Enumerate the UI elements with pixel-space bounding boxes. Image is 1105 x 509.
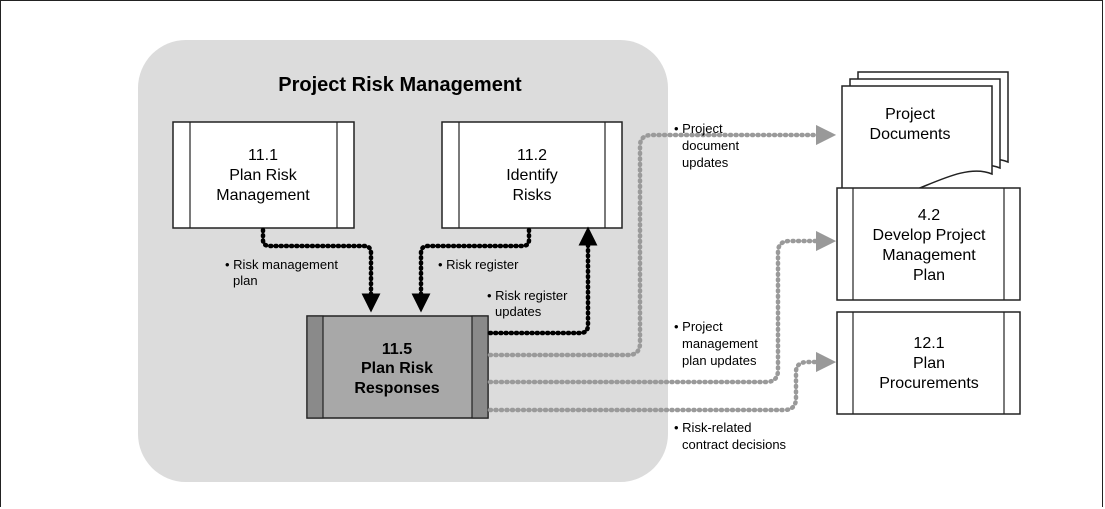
arrow-risk-register [411, 227, 532, 313]
process-label: Plan Risk [361, 360, 433, 377]
arrow-risk-mgmt-plan [260, 227, 381, 313]
label-risk-mgmt-plan: • Risk management [225, 257, 338, 272]
label-risk-register-updates: updates [495, 304, 542, 319]
process-number: 11.5 [382, 341, 412, 358]
label-pm-plan-updates: management [682, 336, 758, 351]
documents-label: Documents [870, 126, 951, 143]
project-documents-icon: Project Documents [841, 71, 1009, 200]
process-label: Plan Risk [229, 167, 298, 184]
label-project-document-updates: document [682, 138, 739, 153]
process-label: Management [216, 187, 310, 204]
process-box-4-2: 4.2 Develop Project Management Plan [836, 187, 1021, 301]
documents-label: Project [885, 106, 935, 123]
label-project-document-updates: • Project [674, 121, 723, 136]
label-project-document-updates: updates [682, 155, 729, 170]
process-label: Responses [354, 380, 439, 397]
label-risk-related-contract: contract decisions [682, 437, 787, 452]
arrow-risk-register-updates [487, 226, 598, 336]
label-risk-mgmt-plan: plan [233, 273, 258, 288]
process-label: Develop Project [873, 227, 987, 244]
process-label: Procurements [879, 375, 979, 392]
arrow-risk-related-contract [487, 351, 837, 413]
process-box-12-1: 12.1 Plan Procurements [836, 311, 1021, 415]
process-number: 12.1 [913, 335, 944, 352]
group-title: Project Risk Management [278, 74, 522, 96]
process-box-11-2: 11.2 Identify Risks [441, 121, 623, 229]
process-box-11-5: 11.5 Plan Risk Responses [306, 315, 489, 419]
label-pm-plan-updates: • Project [674, 319, 723, 334]
label-risk-related-contract: • Risk-related [674, 420, 752, 435]
process-label: Management [882, 247, 976, 264]
process-label: Plan [913, 355, 945, 372]
process-number: 11.1 [248, 147, 278, 164]
label-pm-plan-updates: plan updates [682, 353, 757, 368]
process-number: 11.2 [517, 147, 547, 164]
arrow-pm-plan-updates [487, 230, 837, 385]
arrow-project-document-updates [487, 124, 837, 358]
label-risk-register-updates: • Risk register [487, 288, 568, 303]
process-box-11-1: 11.1 Plan Risk Management [172, 121, 355, 229]
process-label: Plan [913, 267, 945, 284]
label-risk-register: • Risk register [438, 257, 519, 272]
process-number: 4.2 [918, 207, 940, 224]
process-label: Identify [506, 167, 558, 184]
process-label: Risks [512, 187, 551, 204]
